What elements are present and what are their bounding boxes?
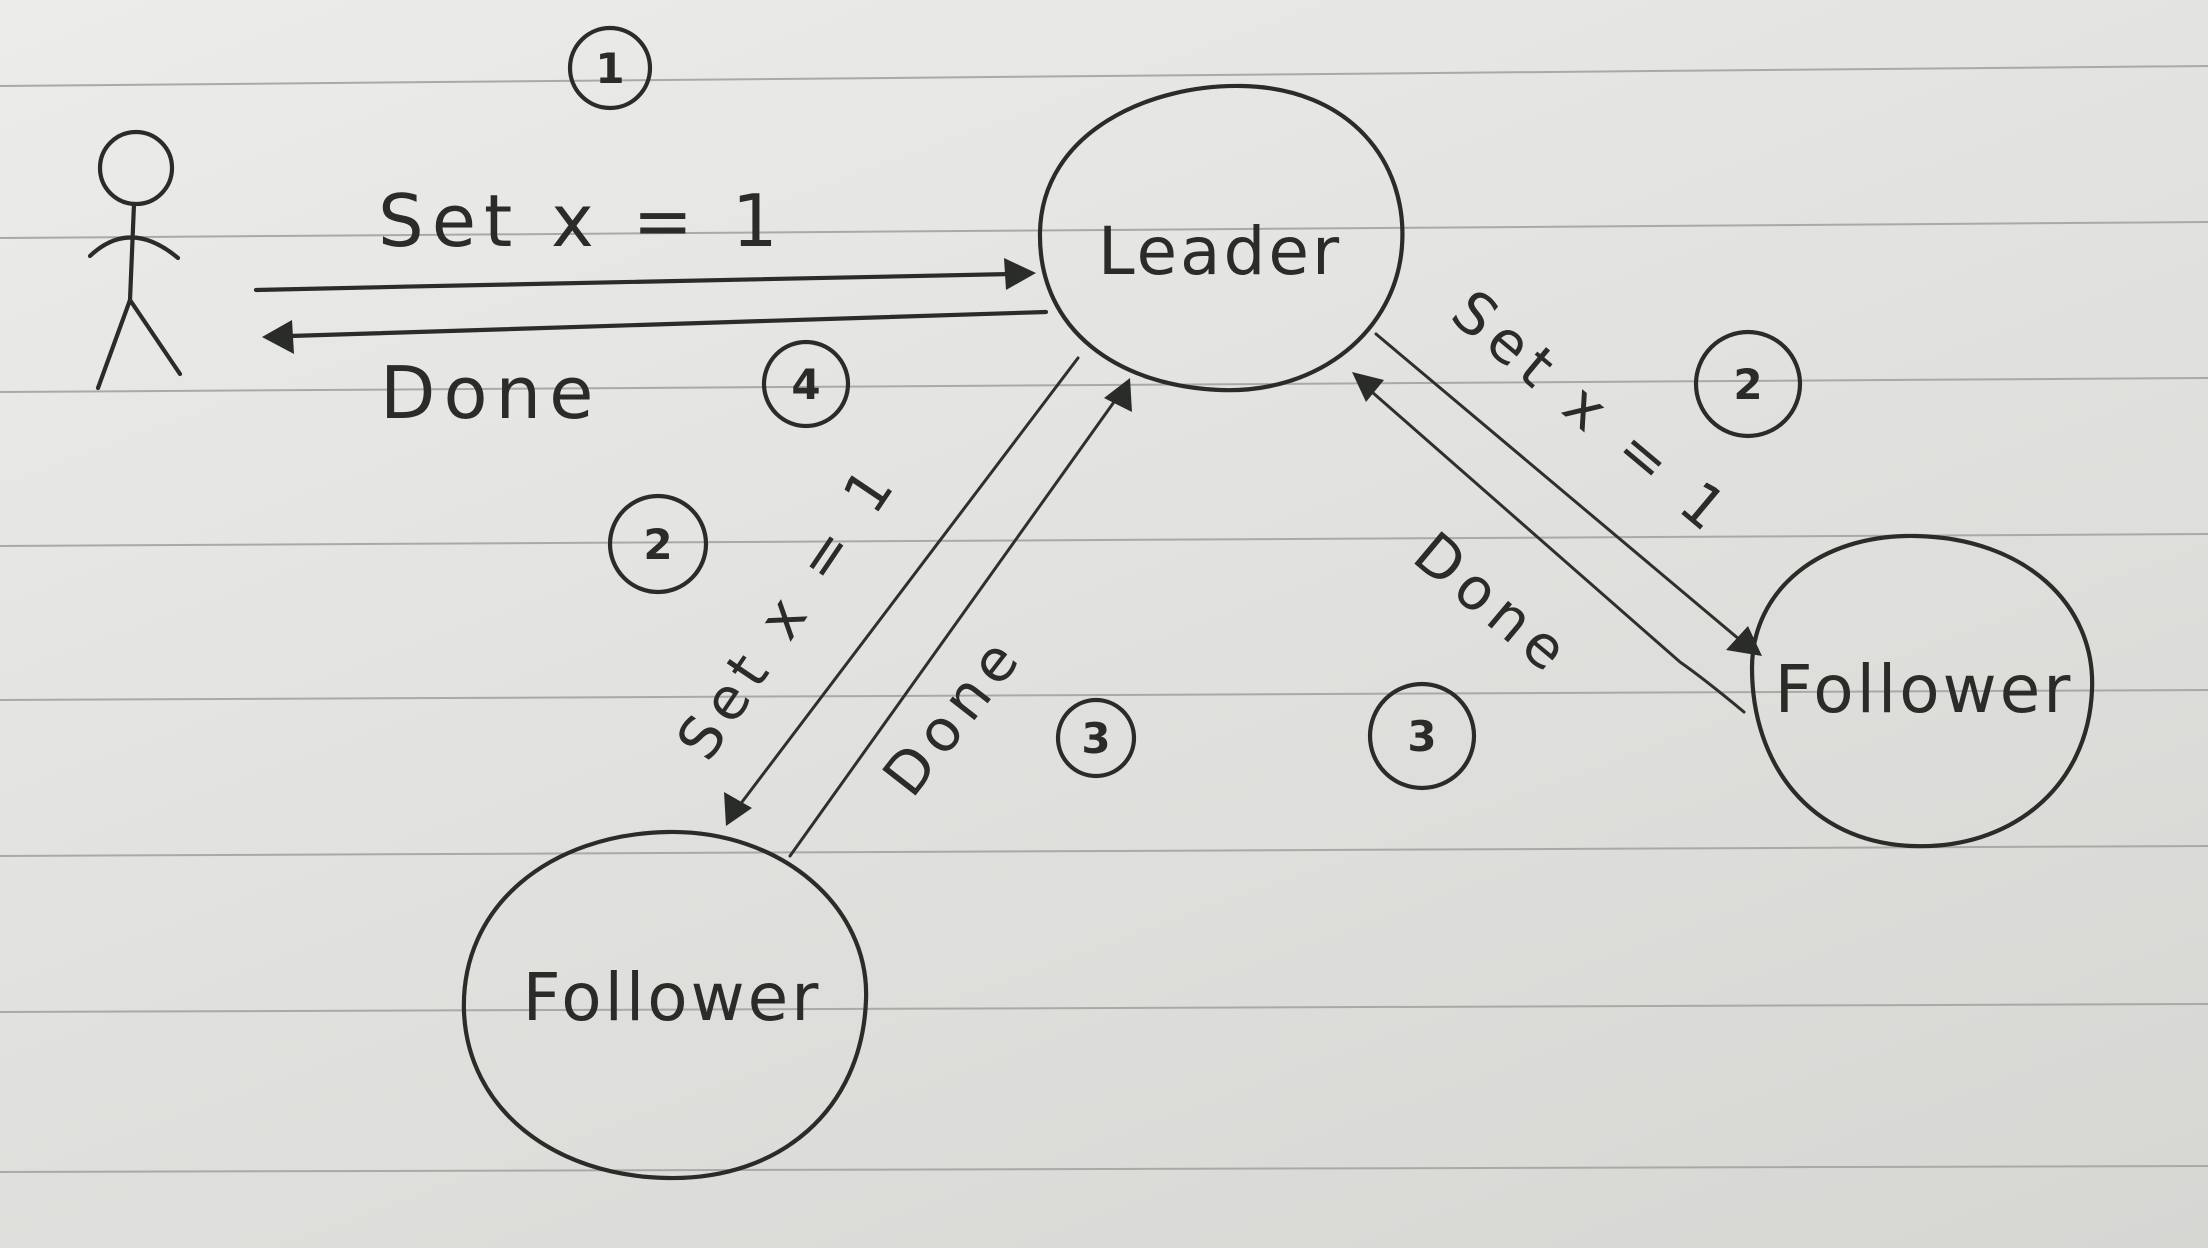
client-stick-figure — [87, 129, 183, 391]
step-badge-ack-right: 3 — [1367, 681, 1477, 791]
step-number: 4 — [791, 360, 820, 409]
leader-label: Leader — [1098, 213, 1342, 290]
step-number: 2 — [643, 520, 672, 569]
step-badge-reply: 4 — [761, 339, 851, 429]
rule-line — [0, 1003, 2208, 1013]
rule-line — [0, 65, 2208, 87]
client-request-arrow — [253, 258, 1036, 293]
client-request-label: Set x = 1 — [378, 179, 786, 263]
replicate-right-arrow — [1374, 332, 1762, 656]
step-badge-replicate-bottom: 2 — [607, 493, 709, 595]
step-number: 1 — [595, 44, 624, 93]
follower-right-label: Follower — [1775, 651, 2074, 728]
ack-right-arrow — [1352, 372, 1746, 714]
rule-line — [0, 689, 2208, 701]
step-number: 2 — [1733, 360, 1762, 409]
client-reply-label: Done — [380, 351, 601, 435]
replicate-right-label: Set x = 1 — [1439, 277, 1745, 549]
rule-line — [0, 845, 2208, 857]
follower-right-node-circle — [1749, 533, 2095, 849]
ack-right-label: Done — [1401, 519, 1586, 690]
rule-line — [0, 533, 2208, 547]
rule-line — [0, 377, 2208, 393]
client-reply-arrow — [262, 309, 1049, 354]
replicate-bottom-label: Set x = 1 — [663, 450, 911, 772]
replicate-bottom-arrow — [724, 356, 1080, 826]
ack-bottom-arrow — [788, 378, 1132, 858]
leader-node-circle — [1037, 83, 1405, 393]
follower-bottom-node-circle — [461, 829, 869, 1181]
rule-line — [0, 221, 2208, 239]
step-badge-ack-bottom: 3 — [1055, 697, 1137, 779]
step-badge-request: 1 — [567, 25, 653, 111]
step-number: 3 — [1407, 712, 1436, 761]
step-badge-replicate-right: 2 — [1693, 329, 1803, 439]
ack-bottom-label: Done — [869, 621, 1036, 808]
rule-line — [0, 1165, 2208, 1173]
follower-bottom-label: Follower — [523, 959, 822, 1036]
step-number: 3 — [1081, 714, 1110, 763]
rule-lines — [0, 65, 2208, 1173]
